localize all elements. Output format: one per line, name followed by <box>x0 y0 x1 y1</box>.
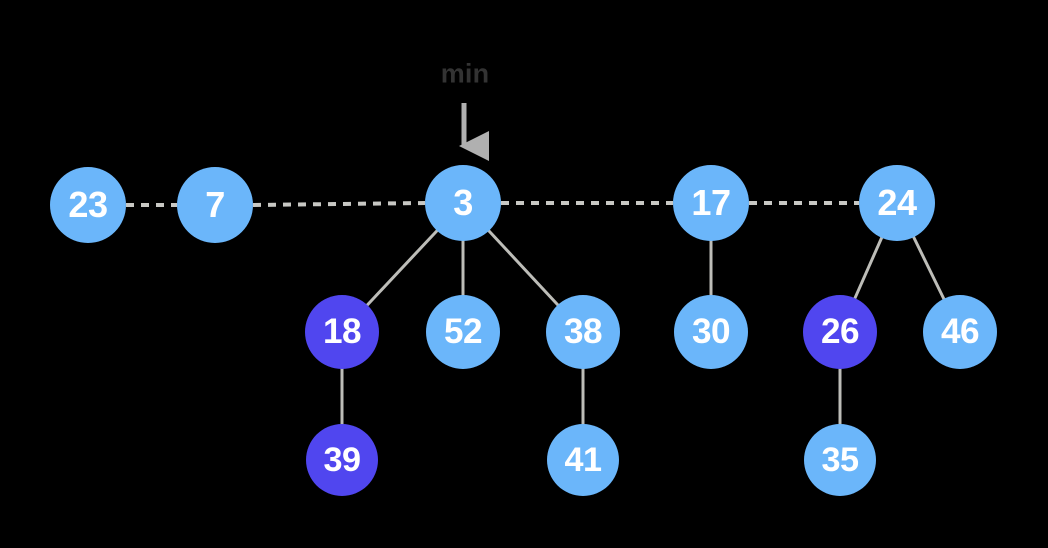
heap-node-3[interactable]: 3 <box>425 165 501 241</box>
heap-node-41[interactable]: 41 <box>547 424 619 496</box>
heap-node-30[interactable]: 30 <box>674 295 748 369</box>
heap-node-17[interactable]: 17 <box>673 165 749 241</box>
heap-node-key: 41 <box>564 440 602 479</box>
heap-node-key: 7 <box>205 184 225 225</box>
heap-node-key: 3 <box>453 182 473 223</box>
heap-node-key: 38 <box>563 312 603 351</box>
heap-node-key: 52 <box>443 312 483 351</box>
heap-node-key: 46 <box>940 312 980 351</box>
child-link-3-38 <box>487 229 560 307</box>
heap-node-key: 35 <box>821 440 859 479</box>
heap-node-key: 26 <box>820 312 860 351</box>
child-link-3-18 <box>365 228 439 307</box>
heap-node-key: 18 <box>322 312 362 351</box>
heap-node-38[interactable]: 38 <box>546 295 620 369</box>
heap-node-46[interactable]: 46 <box>923 295 997 369</box>
heap-node-24[interactable]: 24 <box>859 165 935 241</box>
heap-node-26[interactable]: 26 <box>803 295 877 369</box>
heap-node-key: 23 <box>68 184 108 225</box>
heap-node-39[interactable]: 39 <box>306 424 378 496</box>
heap-node-23[interactable]: 23 <box>50 167 126 243</box>
min-pointer-label: min <box>440 58 490 89</box>
heap-node-7[interactable]: 7 <box>177 167 253 243</box>
heap-node-key: 17 <box>691 182 731 223</box>
sibling-link-7-3 <box>252 201 426 207</box>
heap-node-key: 39 <box>323 440 361 479</box>
heap-node-52[interactable]: 52 <box>426 295 500 369</box>
child-link-24-46 <box>911 235 946 301</box>
heap-node-35[interactable]: 35 <box>804 424 876 496</box>
heap-node-18[interactable]: 18 <box>305 295 379 369</box>
heap-node-key: 30 <box>691 312 731 351</box>
heap-node-key: 24 <box>877 182 917 223</box>
child-link-24-26 <box>853 236 884 300</box>
